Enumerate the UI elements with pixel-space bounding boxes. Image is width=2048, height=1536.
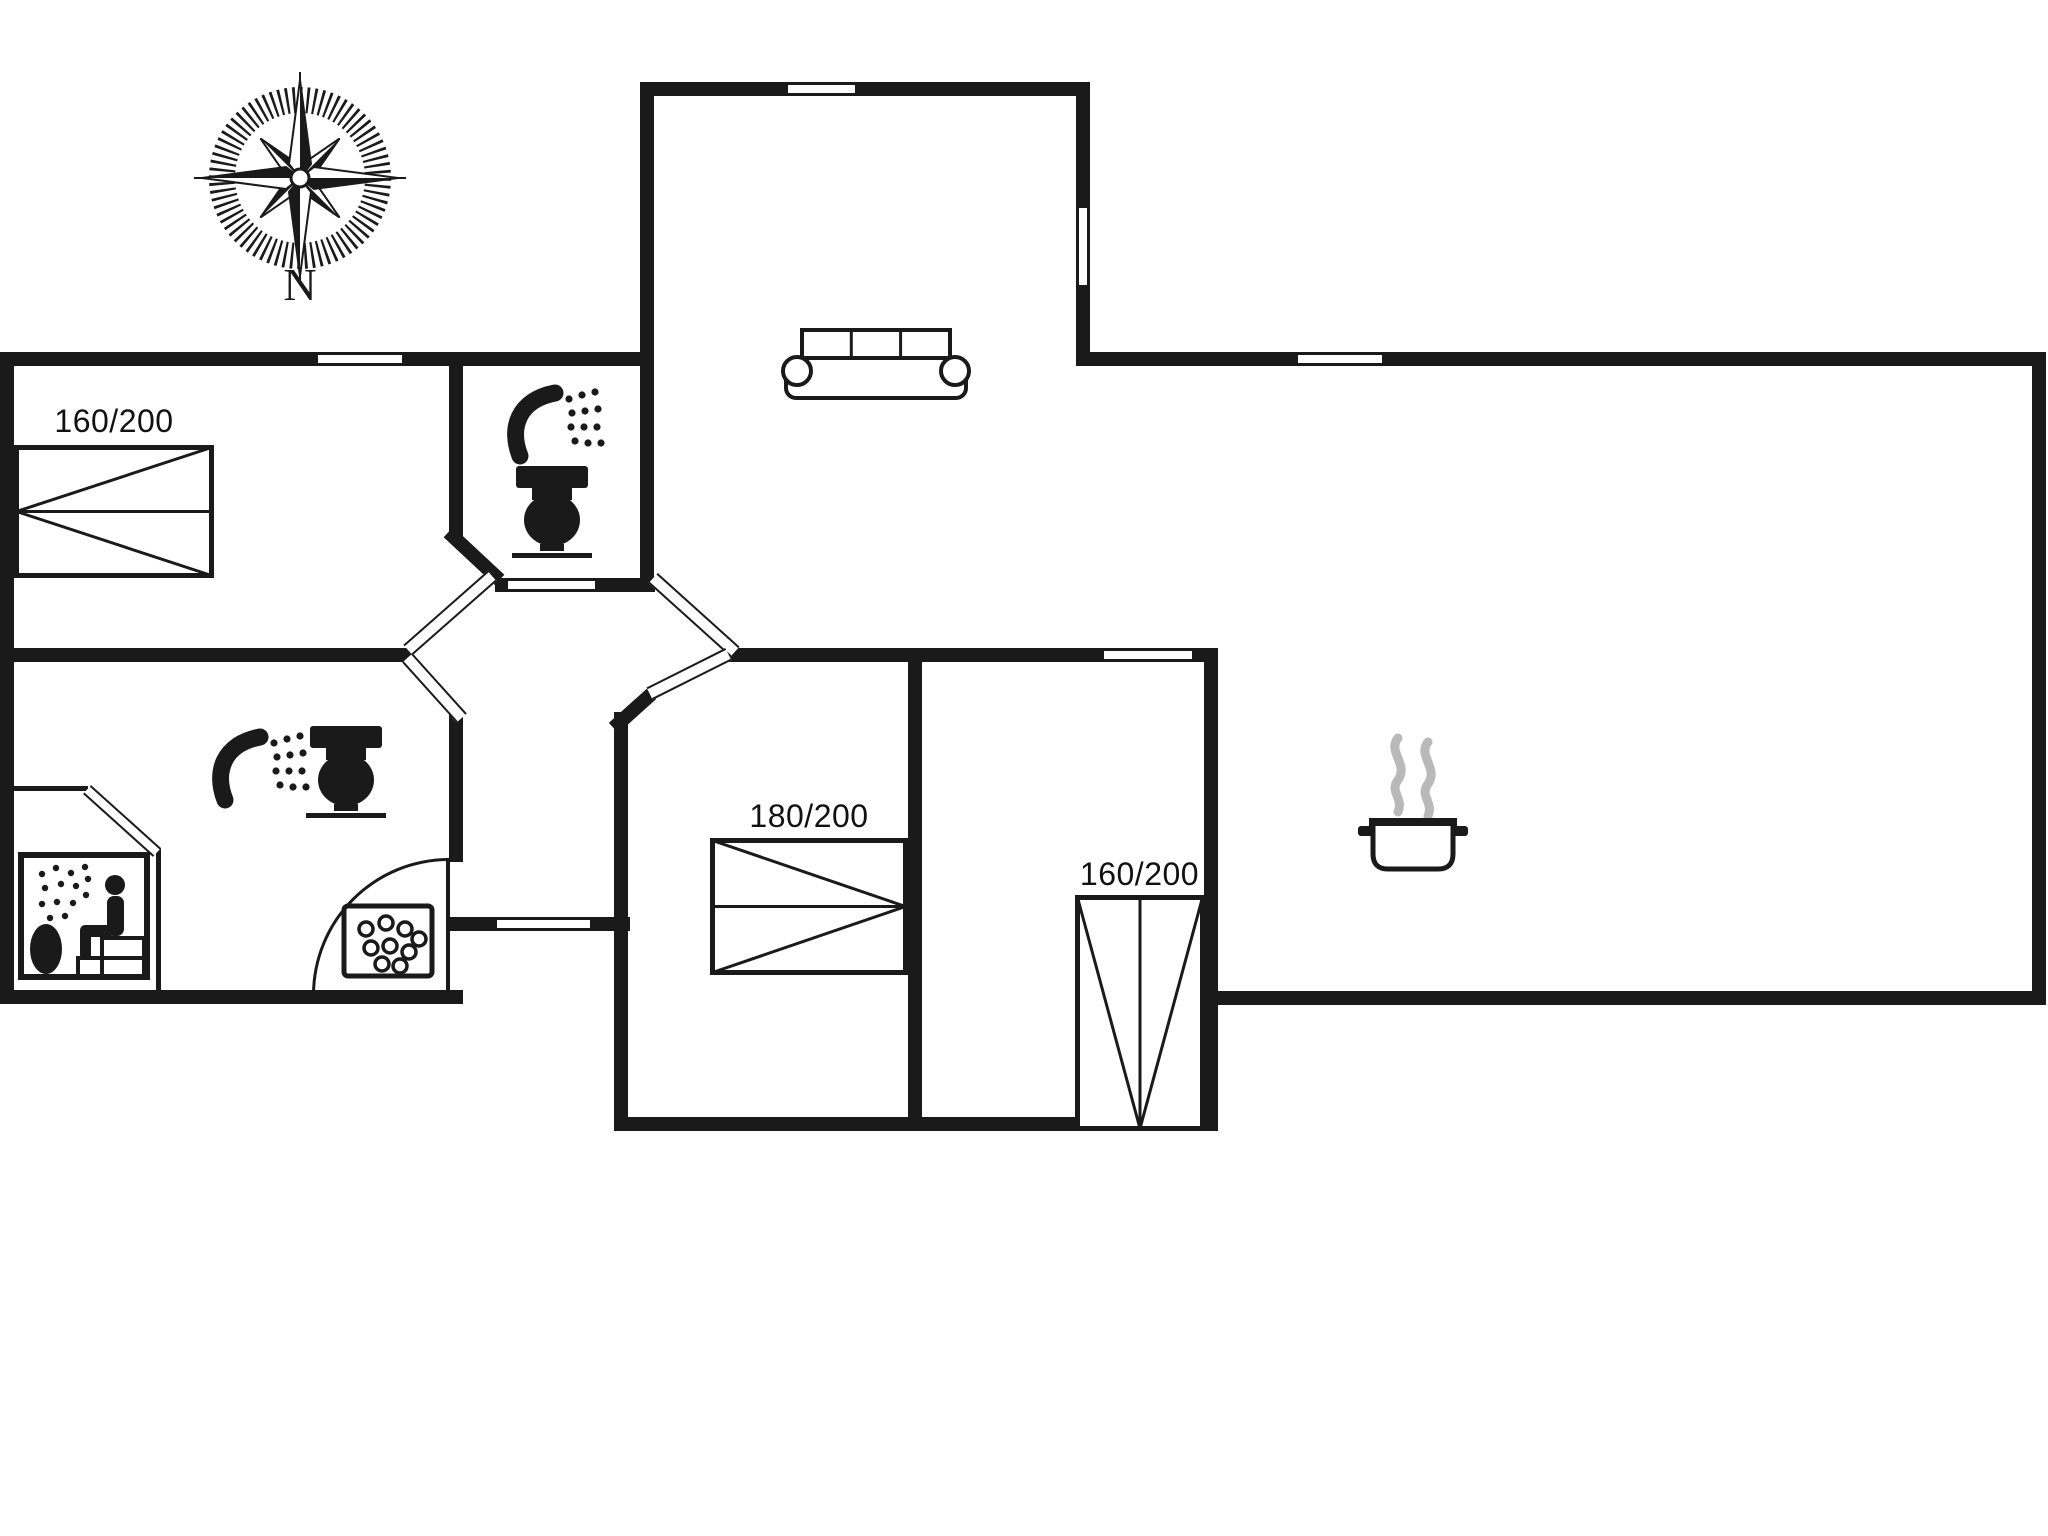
wall-segment <box>645 82 1090 96</box>
toilet-icon <box>512 466 592 558</box>
toilet-icon <box>306 726 386 818</box>
wall-segment <box>156 848 161 990</box>
wall-segment <box>1076 285 1090 366</box>
cooking-pot-icon <box>1358 733 1468 872</box>
compass-north-label: N <box>283 259 317 310</box>
window <box>497 917 590 931</box>
wall-segment <box>608 688 657 734</box>
door-opening-diagonal <box>646 648 732 700</box>
double-bed-icon <box>1075 895 1205 1131</box>
bed-size-label: 180/200 <box>749 798 869 834</box>
sofa-icon <box>781 328 971 400</box>
bed-size-label: 160/200 <box>54 403 174 439</box>
wall-segment <box>0 648 412 662</box>
door-opening-diagonal <box>83 785 161 857</box>
window <box>1076 208 1090 285</box>
double-bed-icon <box>710 838 908 975</box>
shower-tray-icon <box>341 903 435 979</box>
wall-segment <box>449 712 463 862</box>
bed-size-label: 160/200 <box>1079 856 1200 892</box>
wall-segment <box>2032 352 2046 1005</box>
wall-segment <box>449 352 463 542</box>
shower-icon <box>212 728 310 809</box>
wall-segment <box>640 82 654 592</box>
wall-segment <box>614 712 628 1131</box>
double-bed-icon <box>14 445 214 578</box>
wall-segment <box>14 786 88 791</box>
door-opening <box>508 578 595 592</box>
wall-segment <box>1076 352 2046 366</box>
door-opening-diagonal <box>648 572 740 658</box>
compass-rose-icon <box>194 72 406 284</box>
wall-segment <box>1076 82 1090 208</box>
window <box>788 82 855 96</box>
wall-segment <box>1204 991 2046 1005</box>
door-opening-diagonal <box>402 653 467 723</box>
wall-segment <box>443 527 505 585</box>
wall-segment <box>1204 648 1218 1131</box>
window <box>1298 352 1382 366</box>
door-opening-diagonal <box>403 570 497 656</box>
sauna-icon <box>18 852 150 980</box>
door-leaf <box>446 858 450 998</box>
shower-icon <box>507 384 605 465</box>
wall-segment <box>908 648 922 1131</box>
wall-segment <box>0 352 14 1004</box>
window <box>318 352 402 366</box>
wall-segment <box>725 648 1218 662</box>
door-opening <box>1104 648 1192 662</box>
